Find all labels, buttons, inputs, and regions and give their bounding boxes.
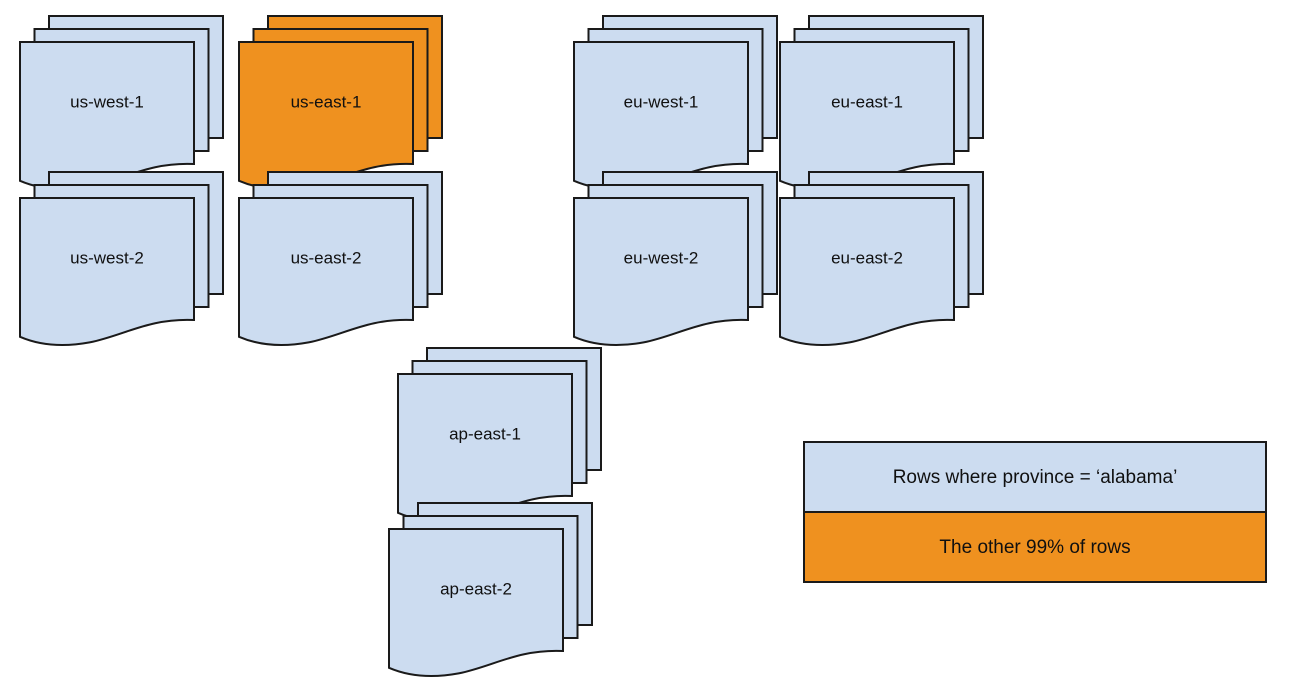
document-stack-eu-west-2[interactable]: eu-west-2 <box>573 171 778 346</box>
document-stack-eu-east-2[interactable]: eu-east-2 <box>779 171 984 346</box>
stack-sheet-front <box>238 41 414 190</box>
document-stack-us-west-1[interactable]: us-west-1 <box>19 15 224 190</box>
legend-row-alabama-label: Rows where province = ‘alabama’ <box>893 467 1178 488</box>
document-stack-eu-west-1[interactable]: eu-west-1 <box>573 15 778 190</box>
document-stack-us-west-2[interactable]: us-west-2 <box>19 171 224 346</box>
stack-sheet-front <box>779 41 955 190</box>
legend-row-other-swatch <box>803 511 1267 583</box>
stack-label-ap-east-2: ap-east-2 <box>440 579 512 598</box>
stack-sheet-front <box>573 197 749 346</box>
document-stack-ap-east-1[interactable]: ap-east-1 <box>397 347 602 522</box>
document-stack-us-east-2[interactable]: us-east-2 <box>238 171 443 346</box>
document-stack-ap-east-2[interactable]: ap-east-2 <box>388 502 593 677</box>
stack-sheet-front <box>779 197 955 346</box>
stack-sheet-front <box>397 373 573 522</box>
legend-box: Rows where province = ‘alabama’ The other… <box>803 441 1267 583</box>
document-stack-us-east-1[interactable]: us-east-1 <box>238 15 443 190</box>
stack-label-us-east-1: us-east-1 <box>291 92 362 111</box>
stack-sheet-front <box>19 41 195 190</box>
stack-label-us-east-2: us-east-2 <box>291 248 362 267</box>
stack-label-eu-west-2: eu-west-2 <box>624 248 699 267</box>
legend-row-alabama-swatch <box>803 441 1267 513</box>
stack-label-us-west-1: us-west-1 <box>70 92 144 111</box>
stack-label-eu-west-1: eu-west-1 <box>624 92 699 111</box>
stack-sheet-front <box>388 528 564 677</box>
stack-label-ap-east-1: ap-east-1 <box>449 424 521 443</box>
stack-sheet-front <box>573 41 749 190</box>
document-stack-eu-east-1[interactable]: eu-east-1 <box>779 15 984 190</box>
stack-label-eu-east-1: eu-east-1 <box>831 92 903 111</box>
stack-sheet-front <box>238 197 414 346</box>
stack-sheet-front <box>19 197 195 346</box>
stack-label-us-west-2: us-west-2 <box>70 248 144 267</box>
legend-row-other-label: The other 99% of rows <box>939 537 1130 558</box>
stack-label-eu-east-2: eu-east-2 <box>831 248 903 267</box>
stacks-layer: us-west-1 us-east-1 eu-west-1 eu-east-1 us-w… <box>19 15 984 677</box>
